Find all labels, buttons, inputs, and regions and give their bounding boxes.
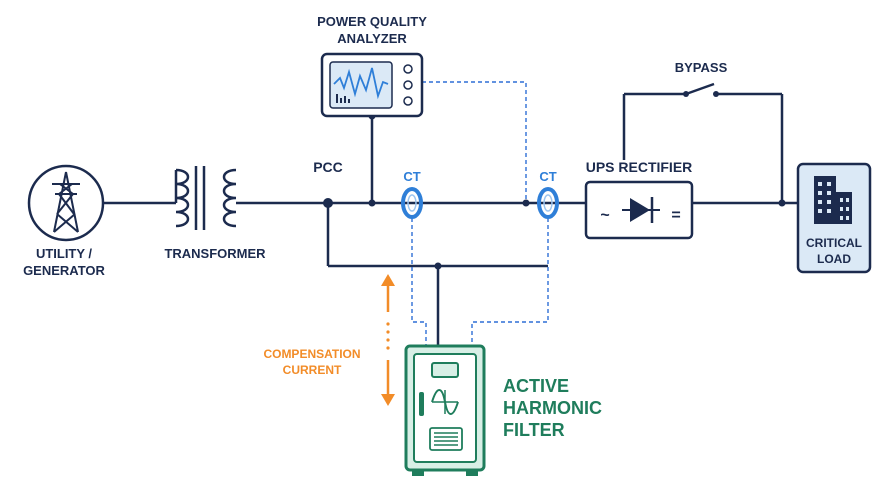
arrow-down-icon [381, 394, 395, 406]
ct-left-label: CT [403, 169, 420, 184]
compensation-label-line2: CURRENT [283, 363, 342, 377]
analyzer-node [368, 199, 376, 207]
bypass-node [778, 199, 786, 207]
junction-dots [323, 91, 786, 270]
ct-right-label: CT [539, 169, 556, 184]
transformer-label: TRANSFORMER [164, 246, 266, 261]
ups-rectifier: ~ = [584, 180, 694, 240]
utility-label-line1: UTILITY / [36, 246, 92, 261]
ahf-label-line3: FILTER [503, 420, 565, 440]
critical-load-label-line2: LOAD [817, 252, 851, 266]
waveform-icon [333, 67, 389, 100]
signal-lines [411, 81, 549, 346]
power-quality-analyzer [320, 52, 424, 118]
pcc-node [323, 198, 333, 208]
building-icon [814, 176, 852, 224]
ups-rectifier-label: UPS RECTIFIER [586, 159, 693, 175]
analyzer-knobs [403, 64, 413, 106]
signal-ct-right-filter [471, 218, 549, 346]
critical-load-label-line1: CRITICAL [806, 236, 862, 250]
bar-graph-icon [336, 94, 350, 103]
sine-wave-icon [431, 389, 459, 415]
cabinet-handle [419, 392, 424, 416]
bypass-label: BYPASS [675, 60, 728, 75]
main-bus [104, 82, 798, 346]
bypass-switch-blade [685, 82, 715, 96]
ac-symbol: ~ [600, 207, 609, 224]
ahf-label-line2: HARMONIC [503, 398, 602, 418]
compensation-arrow [381, 274, 395, 406]
utility-label-line2: GENERATOR [23, 263, 105, 278]
critical-load: CRITICAL LOAD [796, 162, 872, 274]
cabinet-foot-right [466, 470, 478, 476]
pylon-icon [52, 171, 80, 233]
utility-icon [27, 164, 105, 242]
dc-symbol: = [671, 207, 680, 224]
ct-left-icon [401, 187, 423, 219]
bypass-contact-right [713, 91, 719, 97]
active-harmonic-filter-cabinet [404, 344, 486, 476]
ahf-label-line1: ACTIVE [503, 376, 569, 396]
compensation-label-line1: COMPENSATION [263, 347, 360, 361]
cabinet-foot-left [412, 470, 424, 476]
bypass-contact-left [683, 91, 689, 97]
filter-display [431, 362, 459, 378]
vent-grille [429, 427, 463, 451]
arrow-up-icon [381, 274, 395, 286]
transformer-icon [174, 166, 254, 230]
ct-node [522, 199, 530, 207]
analyzer-label-line2: ANALYZER [337, 31, 407, 46]
signal-ct-left-filter [411, 218, 427, 346]
analyzer-label-line1: POWER QUALITY [317, 14, 427, 29]
ct-right-icon [537, 187, 559, 219]
signal-analyzer-ct [422, 81, 527, 200]
diode-icon [622, 197, 660, 223]
filter-node [434, 262, 442, 270]
pcc-label: PCC [313, 159, 343, 175]
